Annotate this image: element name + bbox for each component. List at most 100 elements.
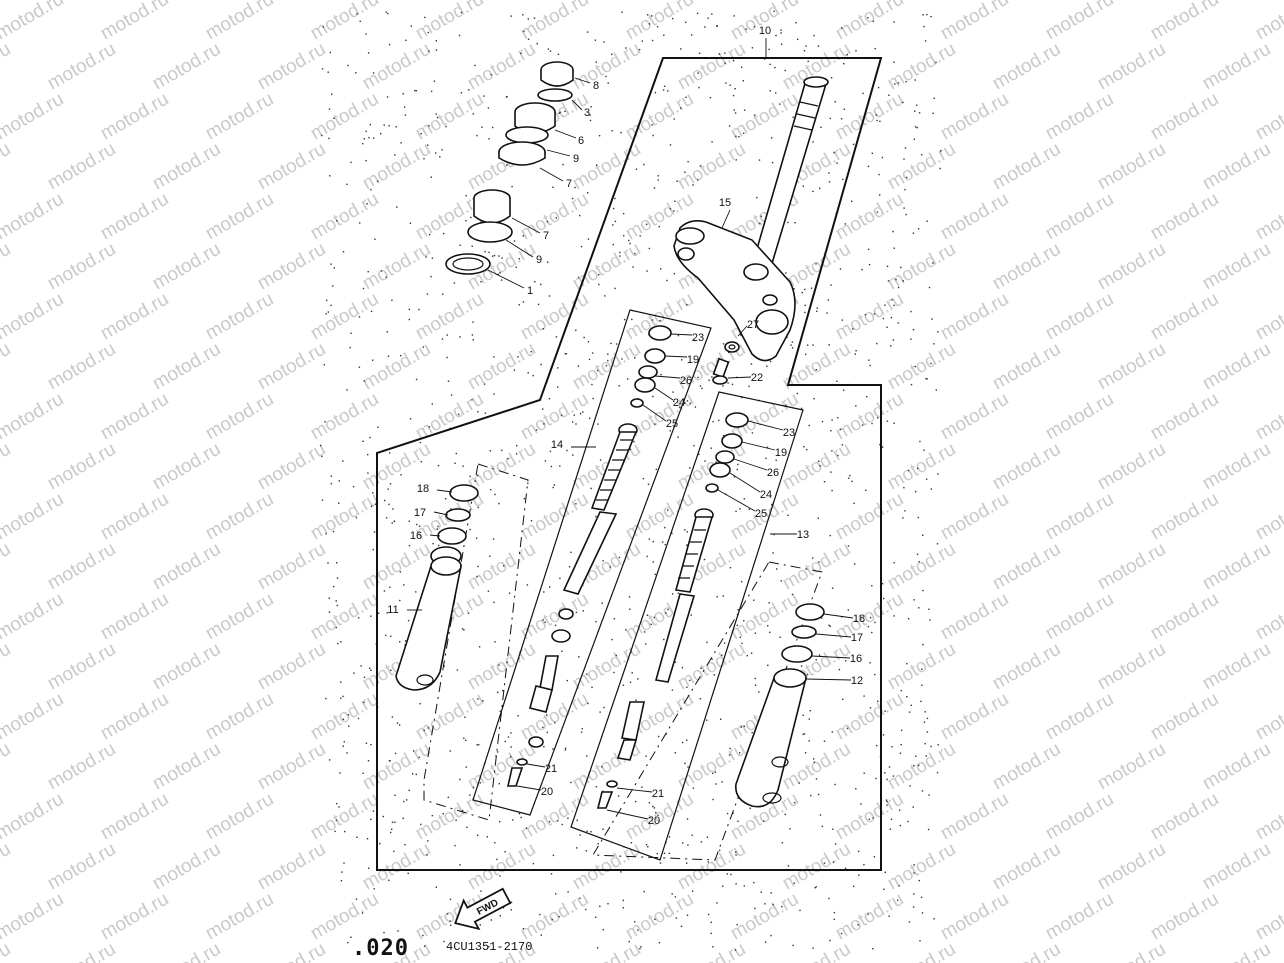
speckle-dot bbox=[900, 729, 903, 732]
speckle-dot bbox=[926, 731, 929, 733]
speckle-dot bbox=[490, 74, 492, 76]
watermark-text: motod.ru bbox=[359, 839, 434, 895]
speckle-dot bbox=[415, 378, 418, 381]
speckle-dot bbox=[610, 342, 612, 345]
speckle-dot bbox=[667, 608, 669, 611]
speckle-dot bbox=[459, 336, 461, 338]
callout-15: 15 bbox=[719, 197, 731, 209]
speckle-dot bbox=[367, 453, 369, 456]
speckle-dot bbox=[552, 854, 555, 857]
speckle-dot bbox=[857, 850, 860, 853]
speckle-dot bbox=[410, 25, 412, 27]
speckle-dot bbox=[831, 419, 833, 421]
speckle-dot bbox=[740, 334, 742, 336]
speckle-dot bbox=[711, 13, 713, 15]
speckle-dot bbox=[327, 71, 329, 73]
watermark-text: motod.ru bbox=[254, 539, 329, 595]
watermark-text: motod.ru bbox=[1252, 0, 1284, 44]
speckle-dot bbox=[426, 854, 428, 856]
speckle-dot bbox=[740, 580, 743, 583]
watermark-text: motod.ru bbox=[1094, 739, 1169, 795]
speckle-dot bbox=[585, 850, 587, 852]
right-fork-internals bbox=[596, 412, 749, 809]
speckle-dot bbox=[592, 397, 594, 400]
speckle-dot bbox=[427, 727, 429, 729]
speckle-dot bbox=[768, 602, 770, 604]
speckle-dot bbox=[338, 502, 340, 504]
speckle-dot bbox=[458, 34, 461, 37]
speckle-dot bbox=[728, 125, 731, 127]
speckle-dot bbox=[818, 460, 820, 462]
speckle-dot bbox=[646, 555, 648, 558]
watermark-text: motod.ru bbox=[727, 889, 802, 945]
callout-18: 18 bbox=[853, 613, 865, 625]
watermark-text: motod.ru bbox=[1042, 489, 1117, 545]
speckle-dot bbox=[914, 126, 917, 128]
speckle-dot bbox=[595, 916, 597, 918]
speckle-dot bbox=[891, 299, 893, 301]
watermark-text: motod.ru bbox=[0, 689, 67, 745]
speckle-dot bbox=[382, 815, 384, 818]
speckle-dot bbox=[767, 625, 769, 627]
watermark-text: motod.ru bbox=[937, 489, 1012, 545]
speckle-dot bbox=[340, 681, 342, 683]
speckle-dot bbox=[740, 726, 742, 728]
speckle-dot bbox=[671, 893, 673, 895]
watermark-text: motod.ru bbox=[0, 639, 14, 695]
speckle-dot bbox=[803, 446, 805, 448]
speckle-dot bbox=[367, 472, 369, 474]
speckle-dot bbox=[564, 747, 567, 749]
speckle-dot bbox=[347, 941, 349, 944]
speckle-dot bbox=[802, 185, 804, 187]
speckle-dot bbox=[734, 112, 737, 114]
watermark-text: motod.ru bbox=[254, 39, 329, 95]
speckle-dot bbox=[500, 279, 503, 281]
speckle-dot bbox=[648, 802, 651, 804]
speckle-dot bbox=[933, 97, 935, 99]
speckle-dot bbox=[510, 909, 512, 911]
speckle-dot bbox=[818, 654, 821, 656]
speckle-dot bbox=[546, 714, 548, 716]
speckle-dot bbox=[686, 818, 689, 820]
callout-leaders bbox=[407, 77, 854, 820]
speckle-dot bbox=[526, 584, 529, 586]
speckle-dot bbox=[766, 365, 768, 367]
speckle-dot bbox=[346, 183, 348, 185]
watermark-text: motod.ru bbox=[1199, 239, 1274, 295]
speckle-dot bbox=[476, 744, 478, 746]
speckle-dot bbox=[710, 447, 712, 449]
speckle-dot bbox=[335, 819, 338, 821]
speckle-dot bbox=[686, 304, 688, 306]
speckle-dot bbox=[403, 584, 405, 586]
speckle-dot bbox=[518, 304, 520, 306]
speckle-dot bbox=[353, 672, 355, 674]
speckle-dot bbox=[450, 394, 453, 396]
speckle-dot bbox=[721, 781, 723, 783]
speckle-dot bbox=[687, 160, 689, 163]
speckle-dot bbox=[363, 380, 365, 382]
speckle-dot bbox=[321, 499, 324, 501]
speckle-dot bbox=[791, 341, 794, 343]
speckle-dot bbox=[872, 817, 874, 819]
speckle-dot bbox=[575, 503, 577, 505]
speckle-dot bbox=[400, 474, 402, 476]
speckle-dot bbox=[743, 498, 745, 500]
speckle-dot bbox=[892, 339, 895, 341]
watermark-text: motod.ru bbox=[1042, 189, 1117, 245]
speckle-dot bbox=[420, 133, 422, 135]
speckle-dot bbox=[877, 86, 880, 89]
speckle-dot bbox=[566, 449, 568, 452]
speckle-dot bbox=[555, 217, 557, 219]
speckle-dot bbox=[403, 800, 405, 803]
speckle-dot bbox=[828, 181, 831, 183]
watermark-text: motod.ru bbox=[202, 89, 277, 145]
speckle-dot bbox=[449, 750, 451, 752]
watermark-text: motod.ru bbox=[1094, 339, 1169, 395]
speckle-dot bbox=[800, 665, 803, 667]
speckle-dot bbox=[925, 755, 927, 757]
speckle-dot bbox=[669, 430, 671, 432]
speckle-dot bbox=[910, 338, 912, 340]
speckle-dot bbox=[579, 834, 581, 836]
watermark-text: motod.ru bbox=[884, 239, 959, 295]
speckle-dot bbox=[737, 820, 739, 822]
